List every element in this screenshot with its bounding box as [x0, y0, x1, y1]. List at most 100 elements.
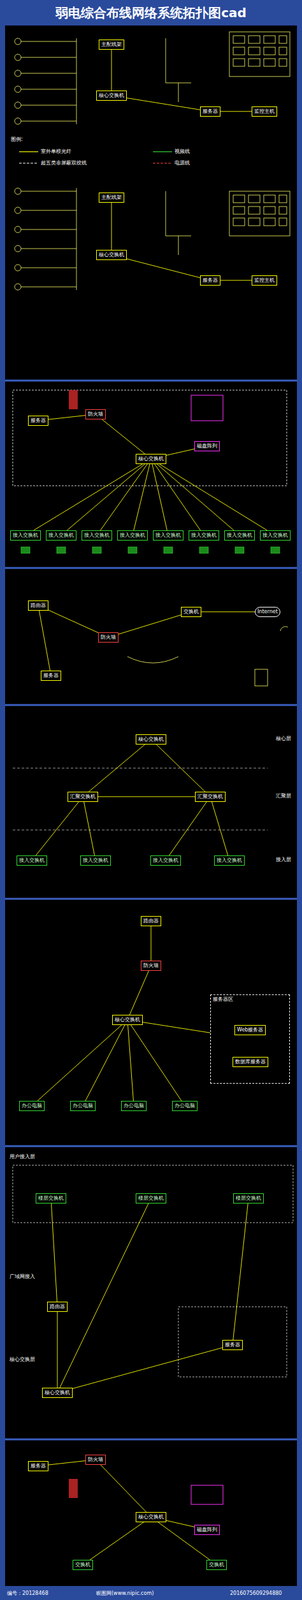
device-box: 接入交换机 — [259, 530, 291, 541]
device-label: 接入交换机 — [226, 532, 253, 539]
network-link — [159, 463, 268, 531]
panel-heading: 服务器区 — [212, 995, 288, 1003]
device-box: 路由器 — [28, 600, 49, 611]
network-link — [51, 1202, 58, 1302]
device-label: 接入交换机 — [119, 532, 146, 539]
device-box: 交换机 — [72, 1559, 94, 1570]
device-box: 核心交换机 — [96, 90, 127, 101]
network-link — [84, 801, 95, 856]
network-link — [166, 448, 195, 455]
legend-item: 室外单模光纤 — [19, 147, 72, 156]
device-label: 办公电脑 — [174, 1102, 195, 1109]
network-link — [35, 801, 80, 856]
legend-text: 超五类非屏蔽双绞线 — [40, 159, 87, 166]
device-label: 汇聚交换机 — [70, 793, 96, 800]
device-box: 核心交换机 — [112, 1014, 143, 1025]
network-link — [85, 1024, 125, 1101]
region-label: 广域网接入 — [8, 1272, 36, 1280]
device-box: 服务器 — [40, 670, 62, 681]
device-box: 核心交换机 — [135, 733, 167, 745]
device-box: 楼层交换机 — [233, 1192, 264, 1203]
network-link — [220, 110, 252, 112]
region-label: 用户接入层 — [8, 1153, 36, 1160]
network-link — [211, 801, 228, 856]
legend-text: 视频线 — [174, 148, 190, 155]
device-box: 服务器 — [28, 1460, 49, 1471]
network-link — [156, 463, 234, 531]
device-label: 接入交换机 — [48, 532, 74, 539]
device-box: Internet — [254, 606, 281, 617]
device-label: 核心交换机 — [114, 1016, 141, 1023]
device-label: 接入交换机 — [152, 856, 179, 864]
device-box: Web服务器 — [234, 1024, 266, 1035]
device-label: 路由器 — [49, 1302, 65, 1310]
legend-sample — [19, 160, 39, 166]
network-link — [59, 1202, 149, 1388]
device-box: 主配线架 — [98, 192, 125, 203]
device-label: 楼层交换机 — [235, 1194, 262, 1201]
device-box: 服务器 — [200, 275, 221, 286]
device-box: 接入交换机 — [150, 855, 181, 866]
device-box: 服务器 — [222, 1339, 243, 1350]
device-label: 汇聚交换机 — [197, 793, 223, 800]
network-link — [89, 1521, 144, 1560]
footer-text: 昵图网(www.nipic.com) — [95, 1589, 155, 1597]
device-label: 路由器 — [30, 602, 46, 609]
device-label: 服务器 — [202, 277, 218, 284]
device-label: 核心交换机 — [44, 1388, 71, 1396]
device-box: 汇聚交换机 — [194, 791, 226, 802]
network-link — [100, 1464, 147, 1512]
legend-item: 视频线 — [152, 147, 190, 156]
legend-item: 电源线 — [152, 159, 190, 167]
network-link — [156, 744, 206, 792]
device-box: 办公电脑 — [121, 1100, 147, 1111]
legend-text: 室外单模光纤 — [40, 148, 72, 155]
device-box: 接入交换机 — [224, 530, 255, 541]
device-box: 接入交换机 — [214, 855, 245, 866]
device-label: 接入交换机 — [191, 532, 217, 539]
network-link — [72, 1346, 223, 1388]
network-link — [129, 970, 149, 1015]
device-label: 接入交换机 — [155, 532, 181, 539]
network-link — [111, 49, 113, 91]
network-link — [169, 801, 208, 856]
network-link — [154, 463, 201, 531]
network-link — [233, 1202, 248, 1340]
device-box: 楼层交换机 — [135, 1192, 167, 1203]
network-link — [126, 98, 201, 111]
network-link — [130, 1024, 182, 1101]
device-box: 防火墙 — [140, 960, 162, 971]
device-label: 接入交换机 — [84, 532, 110, 539]
network-link — [48, 415, 86, 420]
footer-text: 编号：20128468 — [6, 1589, 50, 1597]
device-box: 接入交换机 — [16, 855, 48, 866]
device-label: 服务器 — [202, 108, 218, 115]
device-box: 接入交换机 — [152, 530, 184, 541]
device-box: 汇聚交换机 — [67, 791, 99, 802]
region-label: 核心层 — [275, 735, 292, 742]
device-box: 路由器 — [140, 915, 162, 926]
device-label: 防火墙 — [100, 633, 116, 641]
device-box: 交换机 — [206, 1559, 227, 1570]
device-box: 防火墙 — [85, 1453, 106, 1465]
device-label: 服务器 — [30, 417, 46, 424]
device-label: 主配线架 — [101, 41, 122, 48]
device-label: 数据库服务器 — [235, 1058, 266, 1065]
region-label: 核心交换层 — [8, 1355, 36, 1363]
network-link — [128, 1024, 134, 1101]
device-box: 接入交换机 — [81, 530, 113, 541]
device-box: 核心交换机 — [96, 249, 127, 260]
network-link — [151, 925, 152, 961]
device-box: 防火墙 — [85, 409, 106, 420]
network-link — [220, 279, 252, 281]
device-box: 数据库服务器 — [232, 1056, 269, 1067]
device-label: 接入交换机 — [82, 856, 109, 864]
network-link — [48, 609, 99, 633]
device-box: 楼层交换机 — [35, 1192, 67, 1203]
region-label: 汇聚层 — [275, 792, 292, 799]
legend-sample — [152, 149, 173, 155]
footer-text: 2016075609294880 — [229, 1589, 283, 1597]
legend-text: 电源线 — [174, 159, 190, 166]
